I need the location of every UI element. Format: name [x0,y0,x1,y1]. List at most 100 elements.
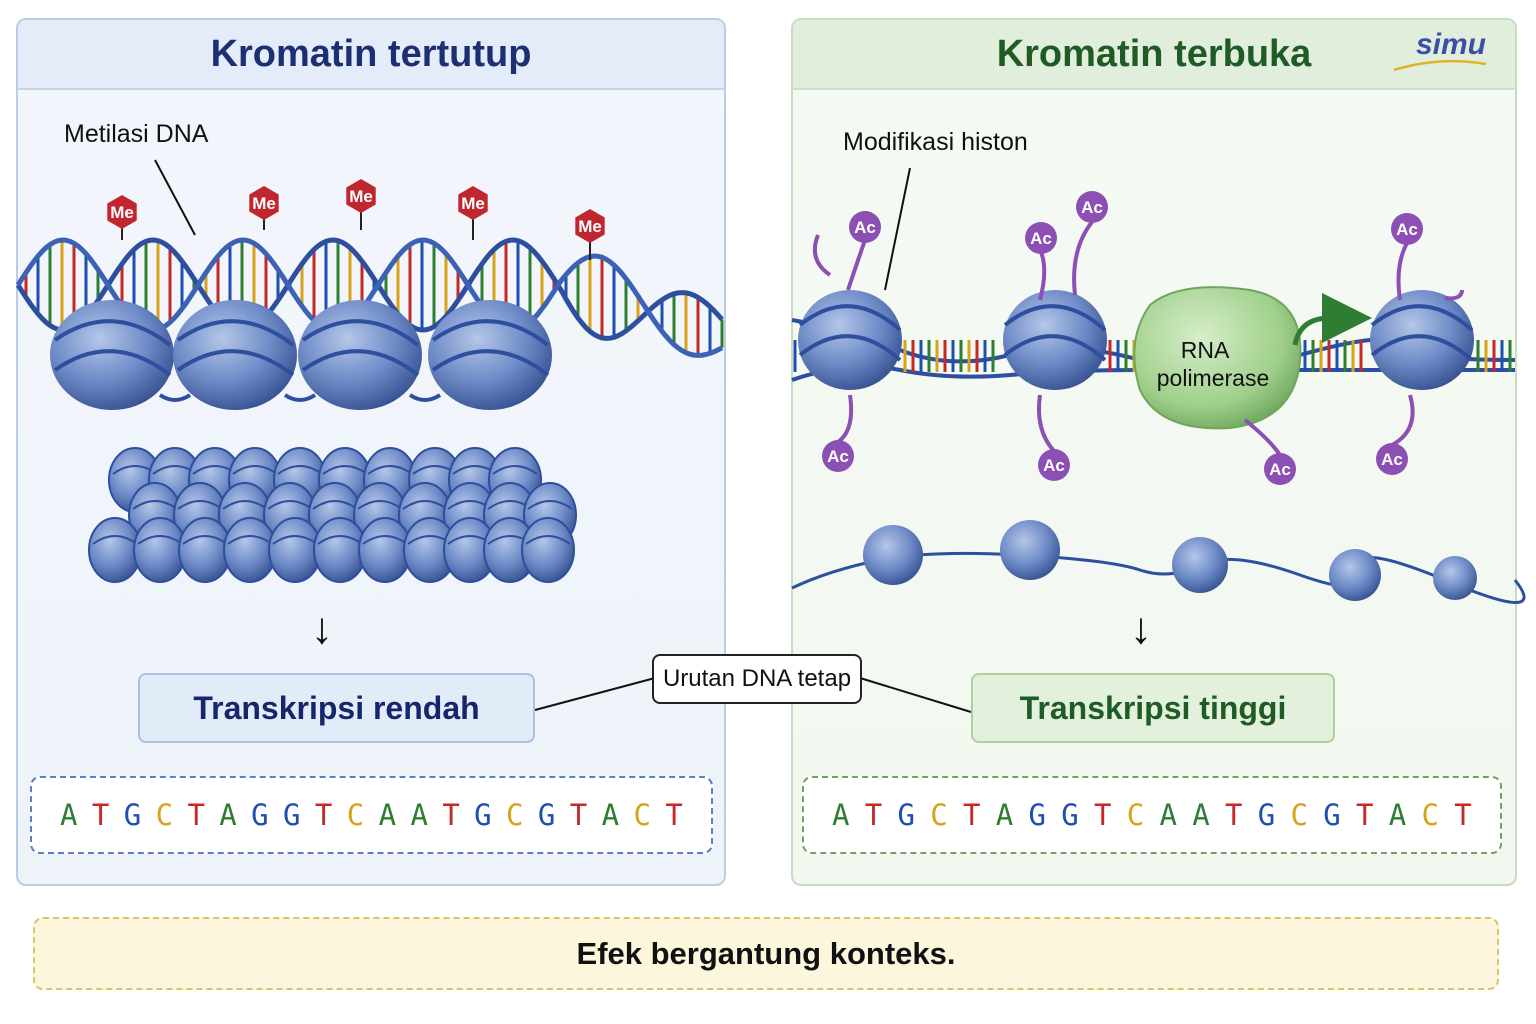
dna-base: G [251,798,269,832]
dna-base: T [963,798,981,832]
bead-nucleosome [1172,537,1228,593]
histone-modification-callout: Modifikasi histon [843,128,1028,156]
histone-tail [1072,220,1094,296]
acetyl-tag-label: Ac [827,447,849,466]
dna-base: T [1225,798,1243,832]
dna-base: G [123,798,142,832]
acetyl-group-icon [1376,443,1408,475]
logo-swoosh-icon [1393,59,1487,72]
histone-tail [1243,418,1282,457]
rna-polymerase-label-2: polimerase [1157,365,1270,391]
dna-base: G [283,798,301,832]
dna-base: G [1257,798,1276,832]
dna-base: T [569,798,588,832]
nucleosome [173,300,297,410]
nucleosome [428,300,552,410]
dna-base: T [187,798,205,832]
dna-base: A [995,798,1014,832]
context-footer: Efek bergantung konteks. [33,917,1499,990]
open-chromatin-fiber [791,520,1526,604]
dna-base: C [155,798,174,832]
acetyl-group-icon [1038,449,1070,481]
acetyl-tag-label: Ac [1030,229,1052,248]
dna-base: G [1061,798,1079,832]
acetyl-group-icon [1076,191,1108,223]
nucleosome-row-open [798,290,1474,390]
methylation-callout: Metilasi DNA [64,120,209,148]
methyl-tag-label: Me [578,217,602,236]
dna-base: T [665,798,683,832]
histone-tail [1038,251,1047,301]
high-transcription-box: Transkripsi tinggi [971,673,1335,743]
dna-base: A [601,798,620,832]
nucleosome-row-closed [50,300,552,410]
histone-tail [1037,394,1056,453]
dna-base: A [1159,798,1177,832]
bead-nucleosome [1000,520,1060,580]
dna-base: G [1028,798,1046,832]
methyl-tag-label: Me [349,187,373,206]
low-transcription-box: Transkripsi rendah [138,673,535,743]
acetyl-group-icon [1264,453,1296,485]
dna-base: T [91,798,110,832]
methyl-group-icon [458,186,488,220]
acetyl-tag-label: Ac [854,218,876,237]
rna-polymerase-label-1: RNA [1181,337,1230,363]
dna-base: T [442,798,460,832]
acetyl-tag-label: Ac [1081,198,1103,217]
dna-base: C [1126,798,1145,832]
connector-line-left [534,677,656,711]
bead-nucleosome [1329,549,1381,601]
closed-chromatin-title: Kromatin tertutup [18,20,724,90]
methyl-group-icon [107,195,137,229]
bead-nucleosome [1433,556,1477,600]
dna-base: C [1421,798,1439,832]
dna-base: C [1290,798,1308,832]
dna-base: A [60,798,78,832]
callout-line-histone [884,167,911,291]
dna-base: A [832,798,850,832]
open-chromatin-title: Kromatin terbuka [793,20,1515,90]
acetyl-tag-label: Ac [1043,456,1065,475]
dna-base: A [1192,798,1210,832]
connector-line-right [859,677,972,713]
methyl-group-icon [249,186,279,220]
dna-base: T [314,798,333,832]
dna-sequence-unchanged-label: Urutan DNA tetap [652,654,862,704]
nucleosome [50,300,174,410]
acetyl-group-icon [849,211,881,243]
histone-tail [1390,394,1415,447]
dna-base: A [378,798,397,832]
dna-base: G [1323,798,1341,832]
dna-base: A [219,798,237,832]
dna-base: T [1356,798,1374,832]
dna-base: G [537,798,556,832]
histone-tail [836,394,854,444]
dna-base: G [897,798,915,832]
bead-nucleosome [863,525,923,585]
dna-base: C [506,798,524,832]
acetyl-group-icon [822,440,854,472]
dna-base: T [1454,798,1472,832]
methyl-tag-label: Me [110,203,134,222]
rna-polymerase [1133,286,1302,430]
methyl-group-icon [575,209,605,243]
dna-base: A [1388,798,1407,832]
methyl-tag-label: Me [252,194,276,213]
nucleosome [298,300,422,410]
acetyl-tag-label: Ac [1381,450,1403,469]
callout-line-methylation [154,159,196,236]
dna-base: C [633,798,651,832]
dna-double-helix-left [15,237,724,358]
acetyl-tag-label: Ac [1396,220,1418,239]
dna-base: C [346,798,365,832]
dna-base: T [1094,798,1112,832]
methyl-group-icon [346,179,376,213]
down-arrow-icon: ↓ [311,604,333,653]
simu-logo: simu [1415,28,1486,61]
dna-base: G [474,798,492,832]
